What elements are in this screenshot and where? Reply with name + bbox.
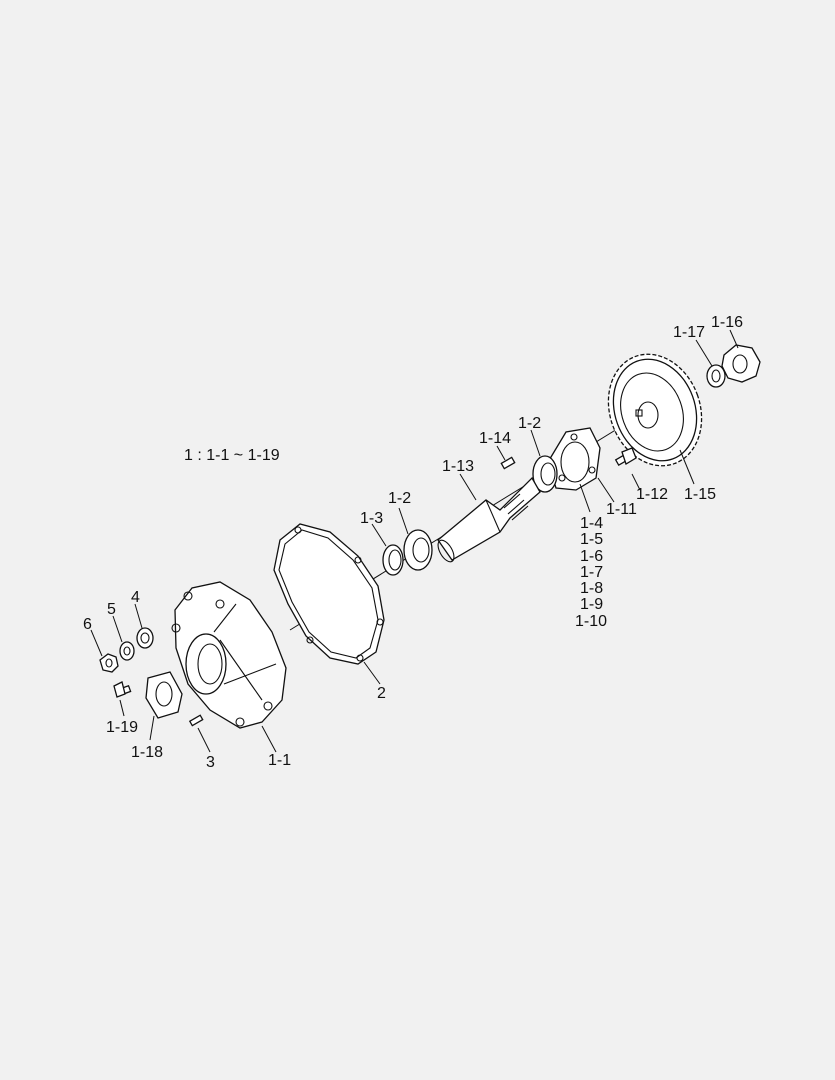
key-1-14 [500,456,516,470]
shaft-1-13 [437,476,541,563]
label-1-7: 1-7 [580,564,603,581]
gasket-2 [273,523,385,665]
label-4: 4 [131,589,140,606]
label-2: 2 [377,685,386,702]
label-1-2-lower: 1-2 [388,490,411,507]
bearing-cap-1-11 [547,427,601,491]
bearing-1-2-lower [403,529,433,571]
leader-lines [90,329,739,753]
plate-1-18 [145,671,183,719]
label-1-17: 1-17 [673,324,705,341]
label-6: 6 [83,616,92,633]
label-1-15: 1-15 [684,486,716,503]
label-1-1: 1-1 [268,752,291,769]
housing-1-1 [171,581,287,729]
ring-1-3 [382,544,404,576]
washer-5 [119,641,135,661]
label-5: 5 [107,601,116,618]
label-1-10: 1-10 [575,613,607,630]
label-1-5: 1-5 [580,531,603,548]
bolt-1-12 [614,447,637,466]
label-1-4: 1-4 [580,515,603,532]
label-1-18: 1-18 [131,744,163,761]
legend-text: 1 : 1-1 ~ 1-19 [184,447,280,464]
label-1-2-upper: 1-2 [518,415,541,432]
label-3: 3 [206,754,215,771]
washer-1-17 [706,364,726,388]
label-1-11: 1-11 [606,501,637,518]
label-1-13: 1-13 [442,458,474,475]
label-1-3: 1-3 [360,510,383,527]
nut-6 [99,653,119,673]
label-1-9: 1-9 [580,596,603,613]
label-1-8: 1-8 [580,580,603,597]
label-1-19: 1-19 [106,719,138,736]
bolt-1-19 [113,681,132,698]
label-1-6: 1-6 [580,548,603,565]
label-1-12: 1-12 [636,486,668,503]
label-1-14: 1-14 [479,430,511,447]
bearing-1-2-upper [532,455,558,493]
washer-4 [136,627,154,649]
label-1-16: 1-16 [711,314,743,331]
pin-3 [188,714,204,727]
nut-1-16 [721,344,761,383]
gear-1-15 [607,353,703,467]
